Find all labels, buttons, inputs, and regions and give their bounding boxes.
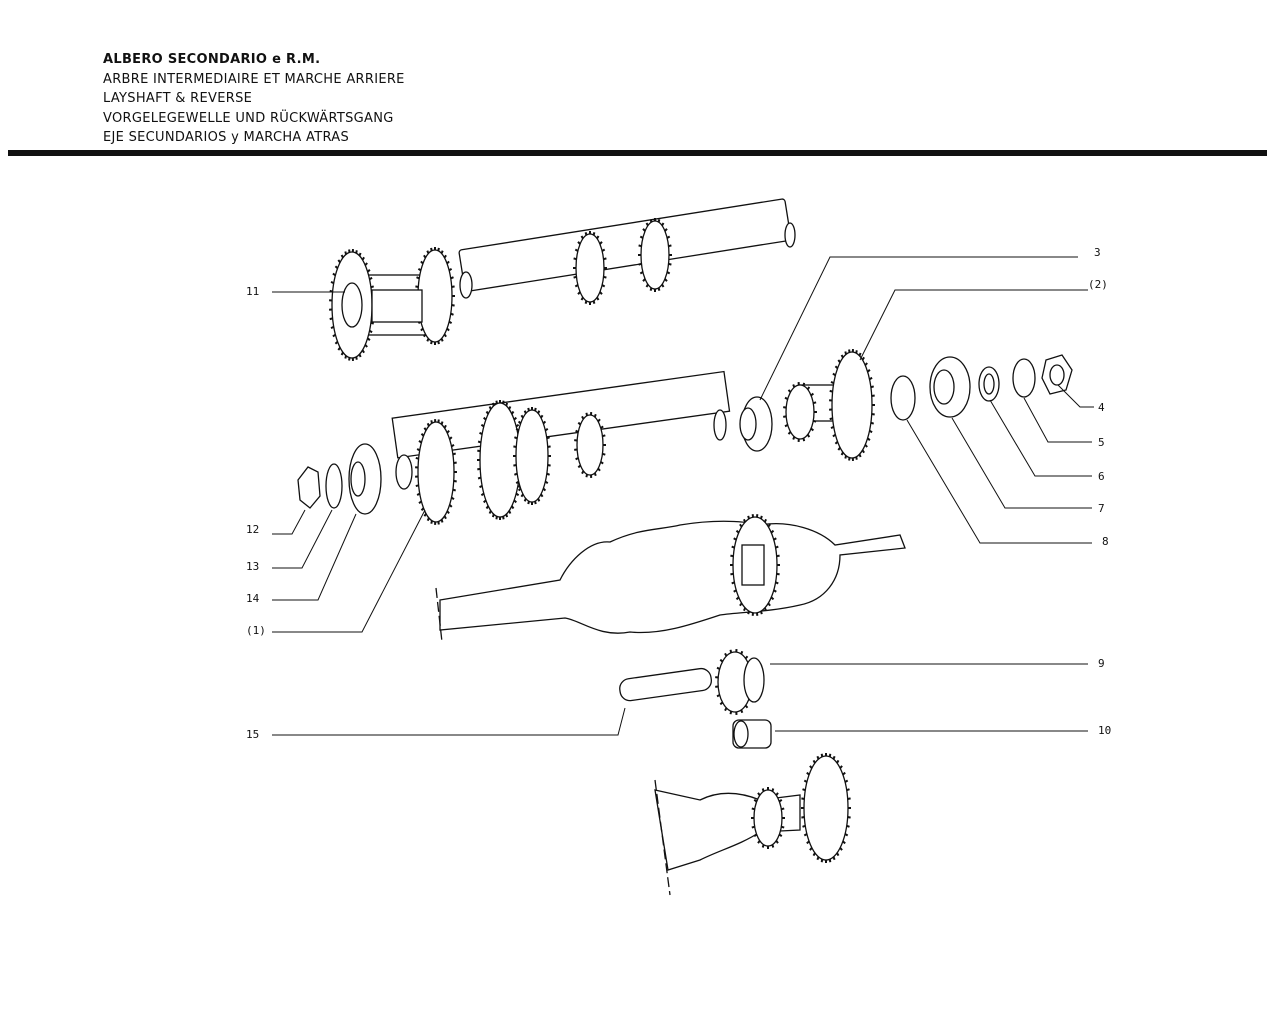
title-it: ALBERO SECONDARIO e R.M. (103, 52, 321, 67)
gear-teeth (638, 218, 672, 292)
callout-2: (2) (1088, 278, 1108, 291)
gear-teeth (783, 382, 817, 442)
callout-6: 6 (1098, 470, 1105, 483)
callout-9: 9 (1098, 657, 1105, 670)
gear-teeth (573, 231, 607, 305)
bottom-section (654, 753, 851, 896)
callout-15: 15 (246, 728, 259, 741)
title-de: VORGELEGEWELLE UND RÜCKWÄRTSGANG (103, 110, 394, 126)
callout-8: 8 (1102, 535, 1109, 548)
gear-teeth (574, 412, 606, 478)
callout-13: 13 (246, 560, 259, 573)
gear-teeth (513, 407, 551, 505)
header-rule (8, 150, 1267, 156)
gear-teeth (801, 753, 851, 863)
callout-11: 11 (246, 285, 259, 298)
gear-teeth (829, 349, 875, 461)
gear-teeth (415, 419, 457, 525)
title-en: LAYSHAFT & REVERSE (103, 91, 253, 106)
callout-5: 5 (1098, 436, 1105, 449)
gear-teeth (751, 787, 785, 849)
gear-teeth (730, 514, 780, 616)
main-layshaft-assembly (297, 349, 1073, 525)
callout-3: 3 (1094, 246, 1101, 259)
top-layshaft-assembly (329, 198, 796, 361)
callout-14: 14 (246, 592, 260, 605)
callout-7: 7 (1098, 502, 1105, 515)
reverse-idler-assembly (619, 649, 772, 749)
parts-header: ALBERO SECONDARIO e R.M. ARBRE INTERMEDI… (103, 50, 405, 148)
callout-1: (1) (246, 624, 266, 637)
title-es: EJE SECUNDARIOS y MARCHA ATRAS (103, 130, 350, 145)
callout-4: 4 (1098, 401, 1105, 414)
callout-10: 10 (1098, 724, 1111, 737)
leader-lines (272, 256, 1094, 736)
title-fr: ARBRE INTERMEDIAIRE ET MARCHE ARRIERE (103, 71, 405, 87)
callout-12: 12 (246, 523, 259, 536)
housing-section (435, 514, 906, 643)
callout-labels: 3 (2) 4 5 6 7 8 9 10 11 12 13 14 (1) 15 (246, 246, 1111, 741)
